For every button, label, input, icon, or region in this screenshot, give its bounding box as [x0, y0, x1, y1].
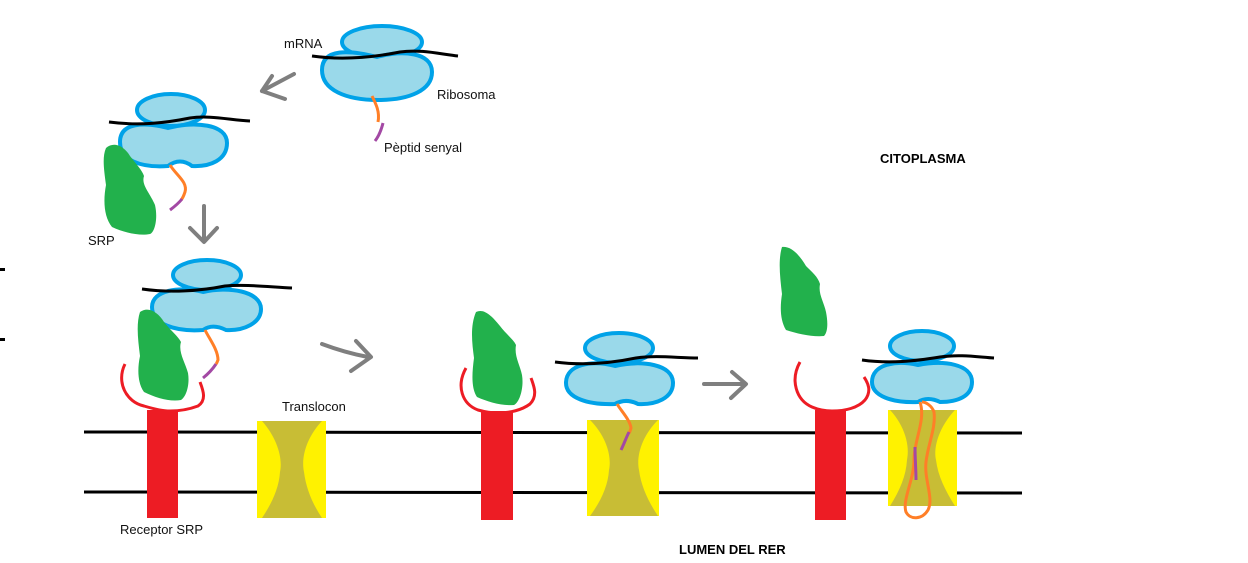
srp: [137, 309, 189, 401]
ribosome: [319, 24, 435, 103]
signal-peptide: [913, 446, 918, 481]
stage-srp-binding: [103, 92, 251, 235]
srp: [472, 310, 523, 406]
nascent-peptide: [168, 164, 187, 202]
translocon-channel: [262, 421, 322, 518]
ribosome: [149, 258, 264, 333]
signal-peptide: [169, 198, 184, 212]
mrna-strand: [861, 354, 995, 364]
translocon: [257, 421, 326, 518]
srp-receptor: [459, 367, 537, 520]
ribosome-large-subunit: [563, 361, 676, 407]
stage-docking: [459, 310, 699, 520]
srp-receptor-label: Receptor SRP: [120, 522, 203, 537]
signal-peptide: [202, 363, 218, 380]
arrow-icon: [320, 339, 373, 373]
srp-receptor: [793, 361, 871, 520]
signal-peptide: [373, 122, 385, 142]
translocon: [587, 420, 659, 516]
ribosome: [563, 331, 676, 407]
signal-peptide: [619, 431, 631, 451]
srp-receptor: [120, 363, 205, 518]
er-membrane: [83, 430, 1023, 495]
receptor-stalk: [147, 410, 178, 518]
arrow-icon: [188, 204, 219, 244]
receptor-arms: [793, 361, 871, 413]
mrna-label: mRNA: [284, 36, 323, 51]
ribosome-label: Ribosoma: [437, 87, 496, 102]
signal-peptide-label: Pèptid senyal: [384, 140, 462, 155]
stage-free-ribosome: [311, 24, 459, 142]
ribosome-large-subunit: [117, 122, 230, 169]
receptor-stalk: [815, 410, 846, 520]
mrna-strand: [311, 49, 459, 60]
ribosome-large-subunit: [869, 361, 975, 405]
srp: [103, 144, 157, 235]
er-lumen-label: LUMEN DEL RER: [679, 542, 786, 557]
ribosome-large-subunit: [149, 287, 264, 333]
srp-label: SRP: [88, 233, 115, 248]
nascent-peptide: [370, 95, 380, 123]
arrow-icon: [260, 72, 296, 101]
stage-translocation: [779, 246, 995, 520]
edge-mark: [0, 338, 5, 341]
translocon-channel: [590, 420, 658, 516]
membrane-line-bottom: [83, 490, 1023, 495]
translocon: [888, 410, 957, 506]
receptor-stalk: [481, 411, 513, 520]
stage-srp-bound: [137, 258, 293, 401]
arrow-icon: [702, 370, 748, 400]
translocon-channel: [890, 410, 955, 506]
nascent-peptide: [615, 403, 633, 435]
ribosome: [117, 92, 230, 169]
ribosome: [869, 329, 975, 405]
nascent-peptide: [203, 329, 220, 366]
cytoplasm-label: CITOPLASMA: [880, 151, 966, 166]
mrna-strand: [554, 355, 699, 366]
edge-mark: [0, 268, 5, 271]
translocon-label: Translocon: [282, 399, 346, 414]
ribosome-small-subunit: [583, 331, 655, 365]
ribosome-large-subunit: [319, 50, 435, 103]
mrna-strand: [141, 283, 293, 293]
membrane-line-top: [83, 430, 1023, 435]
srp: [779, 246, 828, 337]
mrna-strand: [108, 115, 251, 126]
